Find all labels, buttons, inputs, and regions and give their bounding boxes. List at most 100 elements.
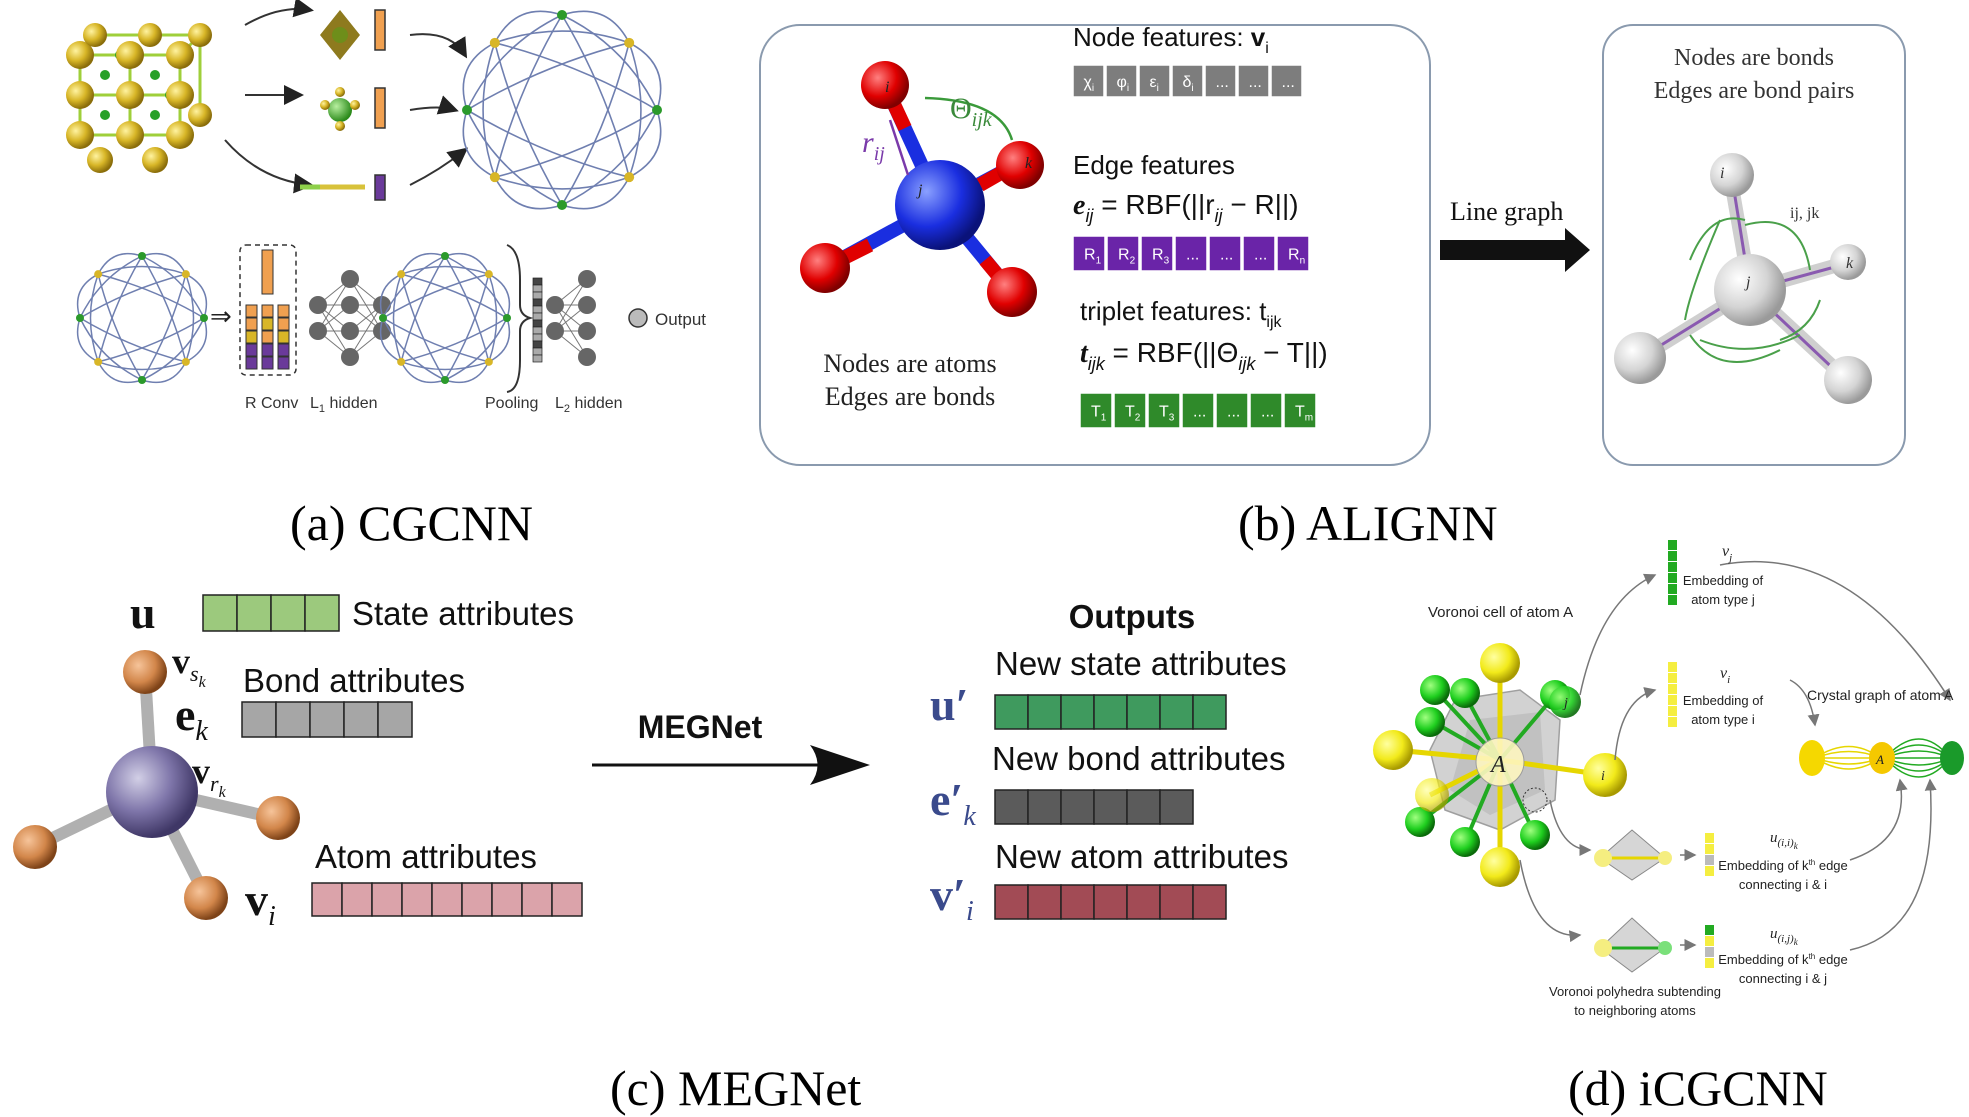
graph-edge (97, 361, 143, 384)
graph-edge (494, 14, 563, 178)
feature-cell (1072, 235, 1106, 272)
attribute-cell (270, 594, 306, 632)
graph-edge (494, 10, 563, 44)
local-environment-icons (300, 10, 365, 190)
lattice-arrows (224, 0, 469, 194)
embedding-cell (1668, 695, 1677, 705)
attribute-cell (236, 594, 272, 632)
r-ij-label: rij (862, 126, 885, 165)
r-conv-cell (261, 343, 274, 357)
feature-cell-label: εi (1150, 74, 1159, 94)
graph-node (181, 357, 190, 366)
graph-edge (379, 317, 402, 363)
pooled-cell (532, 319, 543, 328)
attribute-cell (1126, 694, 1161, 730)
graph-edge (494, 176, 563, 210)
graph-edge (494, 176, 630, 190)
nn-connection (554, 278, 588, 332)
pooled-cell (532, 340, 543, 349)
attribute-cell (431, 882, 463, 917)
feature-cell-label: Tm (1295, 404, 1313, 424)
r-conv-cell (261, 304, 274, 318)
feature-cell (1079, 392, 1113, 429)
attribute-cell (521, 882, 553, 917)
cgcnn-feature-vectors (374, 9, 386, 201)
feature-cell-label: ... (1227, 404, 1240, 421)
attribute-cell (461, 882, 493, 917)
caption-d: (d) iCGCNN (1568, 1060, 1828, 1116)
attribute-cell (401, 882, 433, 917)
graph-edge (400, 265, 490, 275)
atom-A-label: A (1489, 752, 1506, 778)
embedding-j-bar (1668, 540, 1677, 605)
icgcnn-arrows (1519, 560, 1951, 951)
caption-b: (b) ALIGNN (1238, 495, 1498, 551)
attribute-cell (1093, 884, 1128, 920)
line-graph-label: Line graph (1450, 197, 1563, 226)
attribute-cell (1060, 789, 1095, 825)
r-conv-block (239, 244, 297, 376)
graph-node (462, 105, 472, 115)
pooled-cell (532, 298, 543, 307)
graph-node (503, 314, 511, 322)
megnet-panel: u State attributes vsk Bond attributes e… (13, 587, 1288, 1116)
r-conv-cell (277, 304, 290, 318)
attribute-cell (994, 789, 1029, 825)
attribute-cell (311, 882, 343, 917)
graph-edge (444, 255, 508, 319)
nn-neuron (578, 270, 596, 288)
emb-kii-line-1: Embedding of kth edge (1718, 858, 1848, 873)
crystal-graph-small-1 (76, 252, 208, 384)
graph-node (441, 252, 449, 260)
v-rk-symbol: vrk (192, 751, 227, 801)
graph-edge (494, 42, 563, 206)
attribute-cell (1159, 884, 1194, 920)
emb-i-line-1: Embedding of (1683, 693, 1764, 708)
graph-edge (628, 109, 662, 178)
graph-edge (382, 255, 446, 319)
emb-i-line-2: atom type i (1691, 712, 1755, 727)
attribute-cell (1126, 884, 1161, 920)
crystal-graph-large (462, 10, 662, 210)
nn-neuron (341, 270, 359, 288)
graph-edge (561, 109, 658, 206)
caption-a: (a) CGCNN (290, 495, 533, 551)
pooled-cell (532, 326, 543, 335)
crystal-graph-of-atom-A (1799, 738, 1964, 778)
atom-j-label: j (916, 182, 923, 199)
graph-edge (561, 42, 630, 206)
feature-cell-label: ... (1193, 404, 1206, 421)
feature-cell (1105, 64, 1138, 98)
feature-cell-label: Rn (1288, 247, 1305, 267)
pooled-cell (532, 305, 543, 314)
theta-ijk-label: Θijk (950, 92, 993, 131)
graph-edge (561, 14, 658, 111)
feature-cell (1215, 392, 1249, 429)
voronoi-polyhedra-line-1: Voronoi polyhedra subtending (1549, 984, 1721, 999)
l2-hidden-network (546, 270, 596, 366)
graph-edge (97, 273, 205, 319)
edge-features-label: Edge features (1073, 150, 1235, 180)
graph-node (489, 172, 500, 183)
bonds-line-1: Nodes are bonds (1674, 45, 1834, 71)
embedding-cell (1668, 684, 1677, 694)
attribute-cell (377, 701, 413, 738)
icgcnn-panel: Voronoi cell of atom A (1373, 540, 1964, 1116)
graph-edge (400, 273, 508, 319)
attribute-cell (1060, 884, 1095, 920)
r-conv-cell (277, 343, 290, 357)
u-prime-symbol: u′ (930, 679, 969, 730)
graph-edge (444, 361, 490, 384)
lg-i-label: i (1720, 165, 1724, 182)
voronoi-polyhedron-ij (1594, 917, 1672, 973)
graph-edge (561, 14, 630, 178)
feature-cell-label: ... (1186, 247, 1199, 264)
nn-neuron (341, 348, 359, 366)
feature-cell-label: ... (1249, 74, 1262, 91)
attribute-cell (1093, 694, 1128, 730)
u-ii-symbol: u(i,i)k (1770, 830, 1799, 851)
l1-hidden-label: L1 hidden (310, 395, 378, 415)
